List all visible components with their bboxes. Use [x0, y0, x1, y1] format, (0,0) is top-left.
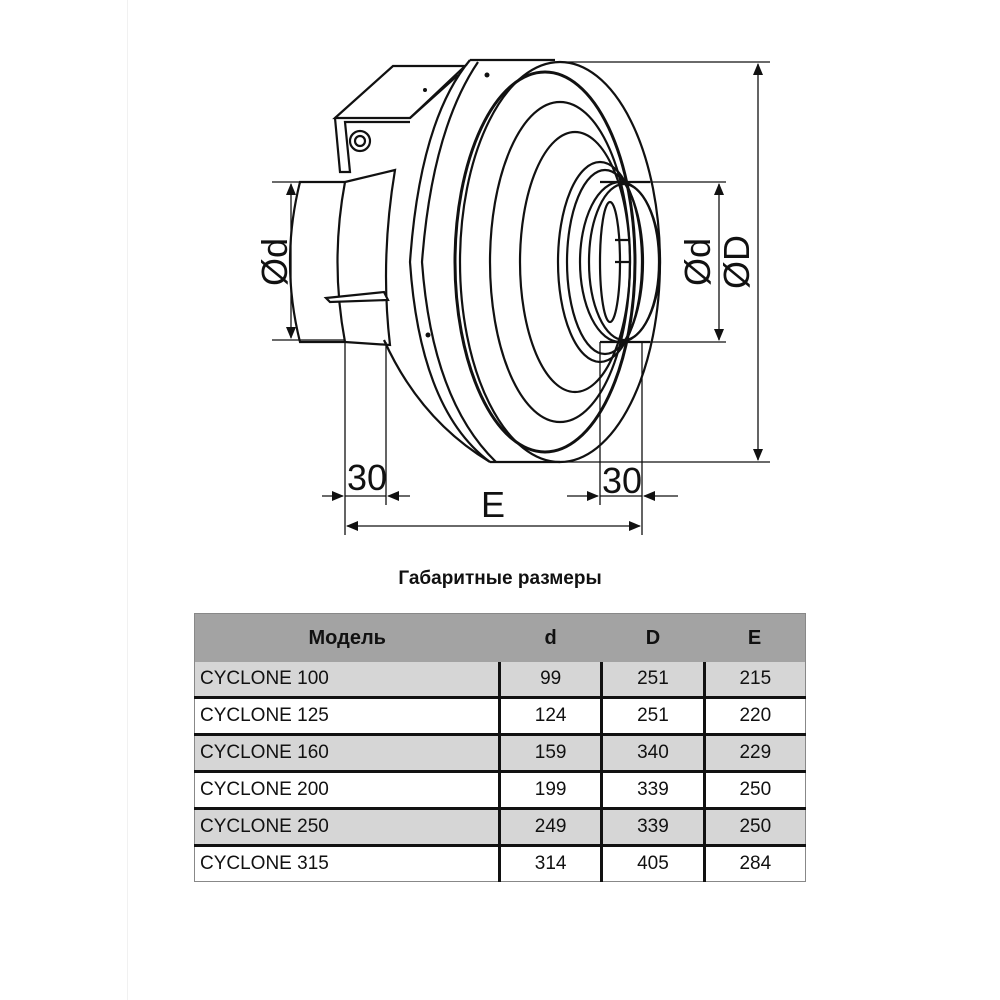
table-row: CYCLONE 160 159 340 229 [194, 733, 806, 772]
D-cell: 251 [600, 662, 705, 698]
outlet-diameter-label: Ød [677, 238, 718, 286]
left-spigot-length-label: 30 [347, 457, 387, 498]
model-cell: CYCLONE 200 [194, 770, 500, 809]
table-header-row: Модель d D E [194, 613, 806, 662]
E-cell: 284 [702, 844, 806, 882]
d-cell: 314 [497, 844, 602, 882]
header-model: Модель [194, 613, 500, 662]
duct-fan-illustration: Ød Ød ØD 30 30 E [254, 58, 770, 535]
page-margin-line [127, 0, 128, 1000]
table-row: CYCLONE 200 199 339 250 [194, 770, 806, 809]
model-cell: CYCLONE 125 [194, 696, 500, 735]
inlet-diameter-label: Ød [254, 238, 295, 286]
fan-dimension-drawing: Ød Ød ØD 30 30 E [254, 58, 770, 535]
table-row: CYCLONE 125 124 251 220 [194, 696, 806, 735]
table-title: Габаритные размеры [398, 568, 602, 589]
table-row: CYCLONE 315 314 405 284 [194, 844, 806, 882]
E-cell: 220 [702, 696, 806, 735]
body-diameter-label: ØD [716, 235, 757, 289]
d-cell: 159 [497, 733, 602, 772]
D-cell: 251 [600, 696, 705, 735]
table-row: CYCLONE 250 249 339 250 [194, 807, 806, 846]
model-cell: CYCLONE 100 [194, 662, 500, 698]
overall-length-label: E [481, 484, 505, 525]
right-spigot-length-label: 30 [602, 460, 642, 501]
D-cell: 339 [600, 770, 705, 809]
table-row: CYCLONE 100 99 251 215 [194, 662, 806, 698]
d-cell: 124 [497, 696, 602, 735]
model-cell: CYCLONE 315 [194, 844, 500, 882]
D-cell: 339 [600, 807, 705, 846]
header-E: E [704, 613, 806, 662]
E-cell: 250 [702, 770, 806, 809]
header-d: d [499, 613, 602, 662]
dimensions-table: Модель d D E CYCLONE 100 99 251 215 CYCL… [194, 613, 806, 882]
D-cell: 405 [600, 844, 705, 882]
d-cell: 99 [497, 662, 602, 698]
E-cell: 215 [702, 662, 806, 698]
d-cell: 249 [497, 807, 602, 846]
E-cell: 229 [702, 733, 806, 772]
header-D: D [601, 613, 705, 662]
model-cell: CYCLONE 250 [194, 807, 500, 846]
D-cell: 340 [600, 733, 705, 772]
E-cell: 250 [702, 807, 806, 846]
model-cell: CYCLONE 160 [194, 733, 500, 772]
d-cell: 199 [497, 770, 602, 809]
